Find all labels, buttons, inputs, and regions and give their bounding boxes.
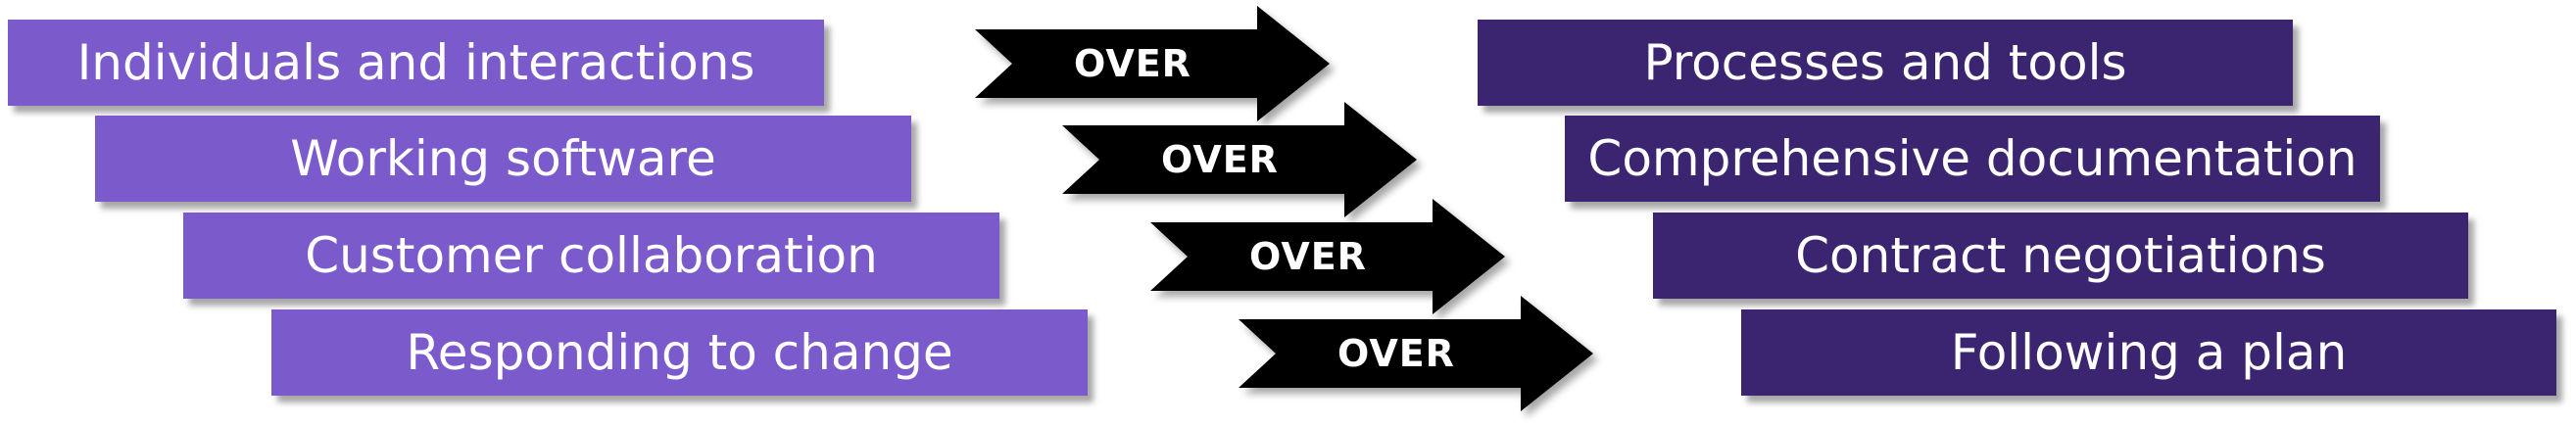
right-value-label: Contract negotiations	[1795, 227, 2326, 284]
right-arrow-icon	[1150, 199, 1505, 314]
right-value-label: Comprehensive documentation	[1587, 130, 2357, 187]
right-value-box-4: Following a plan	[1741, 309, 2556, 396]
right-arrow-icon	[1062, 102, 1417, 217]
right-value-label: Processes and tools	[1643, 34, 2127, 91]
right-arrow-icon	[975, 6, 1330, 121]
over-arrow-3: OVER	[1150, 199, 1505, 314]
right-arrow-icon	[1239, 296, 1593, 411]
left-value-label: Responding to change	[406, 324, 953, 381]
left-value-label: Customer collaboration	[305, 227, 878, 284]
right-value-box-1: Processes and tools	[1478, 20, 2293, 106]
left-value-label: Individuals and interactions	[76, 34, 755, 91]
left-value-box-1: Individuals and interactions	[8, 20, 824, 106]
left-value-box-3: Customer collaboration	[183, 213, 999, 299]
right-value-label: Following a plan	[1950, 324, 2348, 381]
left-value-box-4: Responding to change	[271, 309, 1088, 396]
over-label: OVER	[1249, 235, 1367, 278]
over-arrow-4: OVER	[1239, 296, 1593, 411]
over-label: OVER	[1337, 332, 1455, 375]
right-value-box-2: Comprehensive documentation	[1565, 116, 2380, 202]
left-value-box-2: Working software	[95, 116, 911, 202]
left-value-label: Working software	[290, 130, 716, 187]
right-value-box-3: Contract negotiations	[1653, 213, 2468, 299]
over-label: OVER	[1161, 138, 1279, 181]
over-arrow-2: OVER	[1062, 102, 1417, 217]
over-arrow-1: OVER	[975, 6, 1330, 121]
over-label: OVER	[1074, 42, 1191, 85]
